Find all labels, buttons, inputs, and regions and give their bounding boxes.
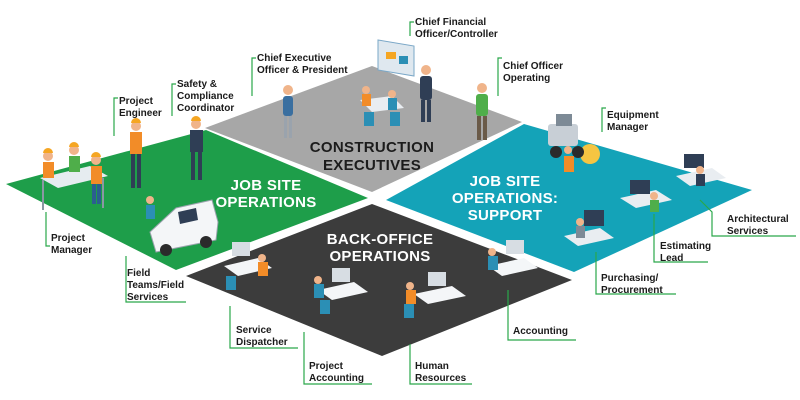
back-office-title-line2: OPERATIONS — [329, 248, 430, 265]
back-office-title-line1: BACK-OFFICE — [327, 231, 434, 248]
label-estimating-line1: Estimating — [660, 241, 711, 252]
label-field-teams-line2: Teams/Field — [127, 280, 184, 291]
label-project-accounting-line1: Project — [309, 361, 344, 372]
label-safety-line2: Compliance — [177, 91, 234, 102]
label-cfo-line2: Officer/Controller — [415, 29, 498, 40]
field-worker-figures-icon — [43, 142, 102, 204]
label-field-teams-line3: Services — [127, 292, 169, 303]
executives-title-line1: CONSTRUCTION — [310, 139, 434, 156]
label-estimating-line2: Lead — [660, 253, 683, 264]
executives-title-line2: EXECUTIVES — [323, 157, 421, 174]
quadrant-support — [386, 124, 752, 272]
label-service-dispatcher-line2: Dispatcher — [236, 337, 288, 348]
label-project-engineer-line1: Project — [119, 96, 154, 107]
label-accounting: Accounting — [513, 326, 568, 337]
label-architectural-line1: Architectural — [727, 214, 789, 225]
label-project-engineer-line2: Engineer — [119, 108, 162, 119]
label-project-accounting-line2: Accounting — [309, 373, 364, 384]
support-desks-icon — [564, 154, 726, 246]
label-coo-line1: Chief Officer — [503, 61, 563, 72]
label-purchasing-line1: Purchasing/ — [601, 273, 658, 284]
job-site-title-line2: OPERATIONS — [215, 194, 316, 211]
label-equipment-line1: Equipment — [607, 110, 659, 121]
label-safety-line1: Safety & — [177, 79, 217, 90]
ceo-figure-icon — [283, 85, 293, 138]
label-ceo-line1: Chief Executive — [257, 53, 332, 64]
label-project-manager-line1: Project — [51, 233, 86, 244]
label-purchasing-line2: Procurement — [601, 285, 663, 296]
label-safety-line3: Coordinator — [177, 103, 234, 114]
van-icon — [149, 199, 219, 256]
label-ceo-line2: Officer & President — [257, 65, 348, 76]
meeting-table-icon — [360, 86, 404, 126]
job-site-title-line1: JOB SITE — [231, 177, 302, 194]
quadrant-executives — [205, 66, 522, 192]
presentation-screen-icon — [377, 39, 415, 77]
label-service-dispatcher-line1: Service — [236, 325, 272, 336]
quadrant-back-office — [186, 204, 572, 356]
support-title-line1: JOB SITE — [470, 173, 541, 190]
back-office-desks-icon — [224, 240, 538, 318]
support-title-line2: OPERATIONS: — [452, 190, 558, 207]
safety-coordinator-figure-icon — [190, 116, 203, 180]
label-project-manager-line2: Manager — [51, 245, 92, 256]
leader-lines — [45, 21, 796, 385]
coo-figure-icon — [476, 83, 488, 140]
quadrant-job-site — [6, 130, 368, 270]
label-cfo-line1: Chief Financial — [415, 17, 486, 28]
cfo-figure-icon — [420, 65, 432, 122]
walking-worker-icon — [146, 196, 155, 219]
project-engineer-figure-icon — [130, 118, 142, 188]
construction-equipment-icon — [548, 114, 600, 172]
label-field-teams-line1: Field — [127, 268, 150, 279]
label-architectural-line2: Services — [727, 226, 769, 237]
label-hr-line1: Human — [415, 361, 449, 372]
label-coo-line2: Operating — [503, 73, 550, 84]
label-hr-line2: Resources — [415, 373, 467, 384]
label-equipment-line2: Manager — [607, 122, 648, 133]
support-title-line3: SUPPORT — [468, 207, 543, 224]
